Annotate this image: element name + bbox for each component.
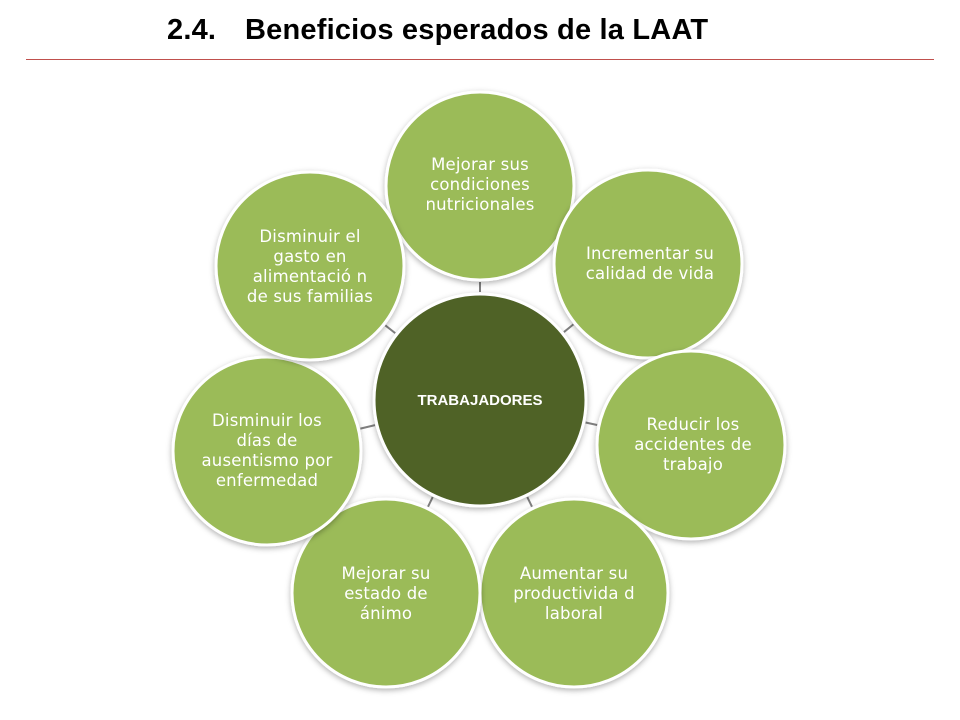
node-nutricionales-circle	[384, 90, 576, 282]
section-number: 2.4.	[167, 14, 217, 46]
node-productividad-label: Aumentar su productivida d laboral	[513, 564, 635, 623]
connector-line	[526, 496, 533, 508]
node-nutricionales-label: Mejorar sus condiciones nutricionales	[425, 155, 535, 214]
center-label: TRABAJADORES	[417, 391, 543, 409]
node-calidad-de-vida-label: Incrementar su calidad de vida	[585, 244, 715, 283]
node-accidentes-circle	[595, 349, 787, 541]
connector-line	[563, 323, 575, 333]
node-estado-de-animo-circle	[290, 497, 482, 689]
connector-line	[384, 324, 396, 334]
node-calidad-de-vida-circle	[552, 168, 744, 360]
center-circle	[372, 292, 588, 508]
title-text: Beneficios esperados de la LAAT	[245, 14, 709, 46]
connector-line	[585, 421, 598, 426]
connector-line	[360, 424, 376, 430]
node-gasto-alimentacion-circle	[214, 170, 406, 362]
node-ausentismo-label: Disminuir los días de ausentismo por enf…	[201, 411, 333, 490]
node-gasto-alimentacion-label: Disminuir el gasto en alimentació n de s…	[246, 227, 374, 306]
node-estado-de-animo-label: Mejorar su estado de ánimo	[341, 564, 431, 623]
connector-line	[427, 496, 434, 508]
node-ausentismo-circle	[171, 355, 363, 547]
title-divider	[26, 59, 934, 60]
page-title: 2.4. Beneficios esperados de la LAAT	[167, 14, 708, 47]
node-accidentes-label: Reducir los accidentes de trabajo	[634, 415, 752, 474]
